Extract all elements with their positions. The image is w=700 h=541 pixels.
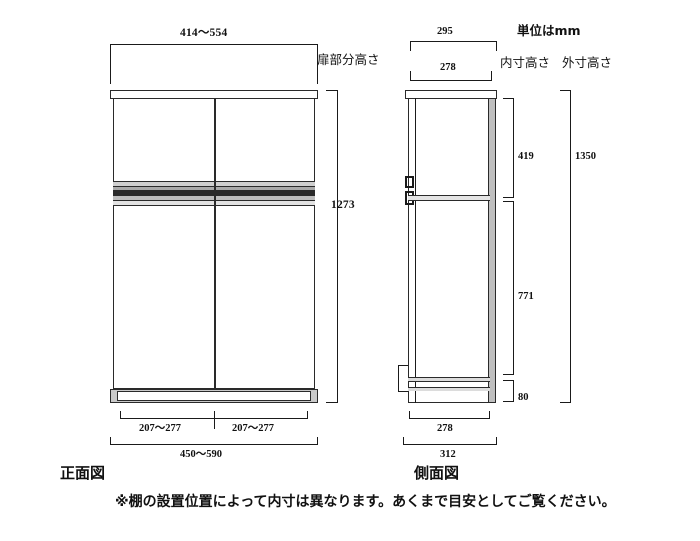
side-view-name: 側面図 — [414, 464, 460, 482]
side-carcass — [408, 98, 489, 403]
side-base-bracket-vertical — [398, 365, 399, 392]
side-upper-inner-dim-line — [513, 98, 514, 198]
side-lower-inner-tick-bottom — [503, 374, 514, 375]
side-hinge-upper-arm — [405, 176, 414, 178]
side-bottom-outer-depth-value: 312 — [440, 449, 456, 460]
front-left-door-width-value: 207〜277 — [139, 423, 181, 434]
front-door-height-caption: 扉部分高さ — [317, 52, 380, 67]
side-inner-depth-tick-left — [410, 71, 411, 81]
side-inner-depth-dim-line — [410, 80, 492, 81]
front-outer-width-tick-right — [317, 437, 318, 445]
front-base-inner — [117, 391, 311, 401]
side-back-panel — [488, 98, 496, 403]
front-top-dim-tick-right — [317, 44, 318, 84]
front-door-width-tick-mid — [214, 411, 215, 429]
side-outer-depth-dim-line — [410, 41, 497, 42]
side-upper-inner-tick-bottom — [503, 197, 514, 198]
side-lower-inner-dim-line — [513, 201, 514, 375]
side-upper-inner-tick-top — [503, 98, 514, 99]
side-bottom-outer-depth-tick-left — [403, 437, 404, 445]
side-bottom-inner-depth-tick-right — [489, 411, 490, 419]
side-hinge-upper-vertical — [405, 176, 407, 188]
side-outer-depth-tick-left — [410, 41, 411, 51]
side-total-height-dim-line — [570, 90, 571, 403]
front-door-width-tick-left — [120, 411, 121, 419]
side-base-shelf-lower — [408, 387, 490, 391]
front-door-divider-mid — [214, 181, 216, 206]
side-base-bracket-bottom — [398, 391, 408, 392]
side-base-height-tick-top — [503, 380, 514, 381]
side-mid-shelf — [408, 195, 490, 201]
side-base-bracket-top — [398, 365, 408, 366]
side-hinge-lower-arm-2 — [405, 203, 414, 205]
side-outer-depth-tick-right — [496, 41, 497, 51]
side-upper-inner-value: 419 — [518, 151, 534, 162]
side-base-height-dim-line — [513, 380, 514, 402]
side-hinge-upper-arm-2 — [405, 186, 414, 188]
front-top-dim-line — [110, 44, 318, 45]
side-total-height-tick-top — [560, 90, 571, 91]
side-outer-height-caption: 外寸高さ — [562, 55, 613, 70]
front-door-divider — [214, 98, 216, 389]
front-outer-width-dim-line — [110, 444, 318, 445]
side-bottom-inner-depth-value: 278 — [437, 423, 453, 434]
side-inner-height-caption: 内寸高さ — [500, 55, 551, 70]
side-total-height-tick-bottom — [560, 402, 571, 403]
side-base-shelf-upper — [408, 377, 490, 382]
front-top-dim-tick-left — [110, 44, 111, 84]
side-bottom-outer-depth-dim-line — [403, 444, 497, 445]
front-door-height-value: 1273 — [331, 199, 355, 211]
side-inner-depth-tick-right — [491, 71, 492, 81]
side-outer-depth-value: 295 — [437, 26, 453, 37]
front-door-height-tick-bottom — [326, 402, 338, 403]
side-total-height-value: 1350 — [575, 151, 596, 162]
side-bottom-inner-depth-dim-line — [409, 418, 490, 419]
side-lower-inner-value: 771 — [518, 291, 534, 302]
bottom-note: ※棚の設置位置によって内寸は異なります。あくまで目安としてご覧ください。 — [115, 494, 616, 510]
front-view-name: 正面図 — [60, 464, 106, 482]
front-door-height-dim-line — [337, 90, 338, 403]
unit-note: 単位はmm — [517, 23, 581, 38]
front-right-door-width-value: 207〜277 — [232, 423, 274, 434]
front-door-width-tick-right — [307, 411, 308, 419]
front-inner-width-label: 414〜554 — [180, 27, 228, 39]
side-hinge-lower-vertical — [405, 191, 407, 205]
side-bottom-inner-depth-tick-left — [409, 411, 410, 419]
side-inner-depth-value: 278 — [440, 62, 456, 73]
side-base-height-value: 80 — [518, 392, 529, 403]
front-outer-width-value: 450〜590 — [180, 449, 222, 460]
side-hinge-lower-arm — [405, 191, 414, 193]
side-hinge-upper-post — [412, 176, 414, 188]
side-door-leaf-line — [415, 98, 416, 403]
front-outer-width-tick-left — [110, 437, 111, 445]
side-bottom-outer-depth-tick-right — [496, 437, 497, 445]
side-base-height-tick-bottom — [503, 401, 514, 402]
front-door-height-tick-top — [326, 90, 338, 91]
side-lower-inner-tick-top — [503, 201, 514, 202]
